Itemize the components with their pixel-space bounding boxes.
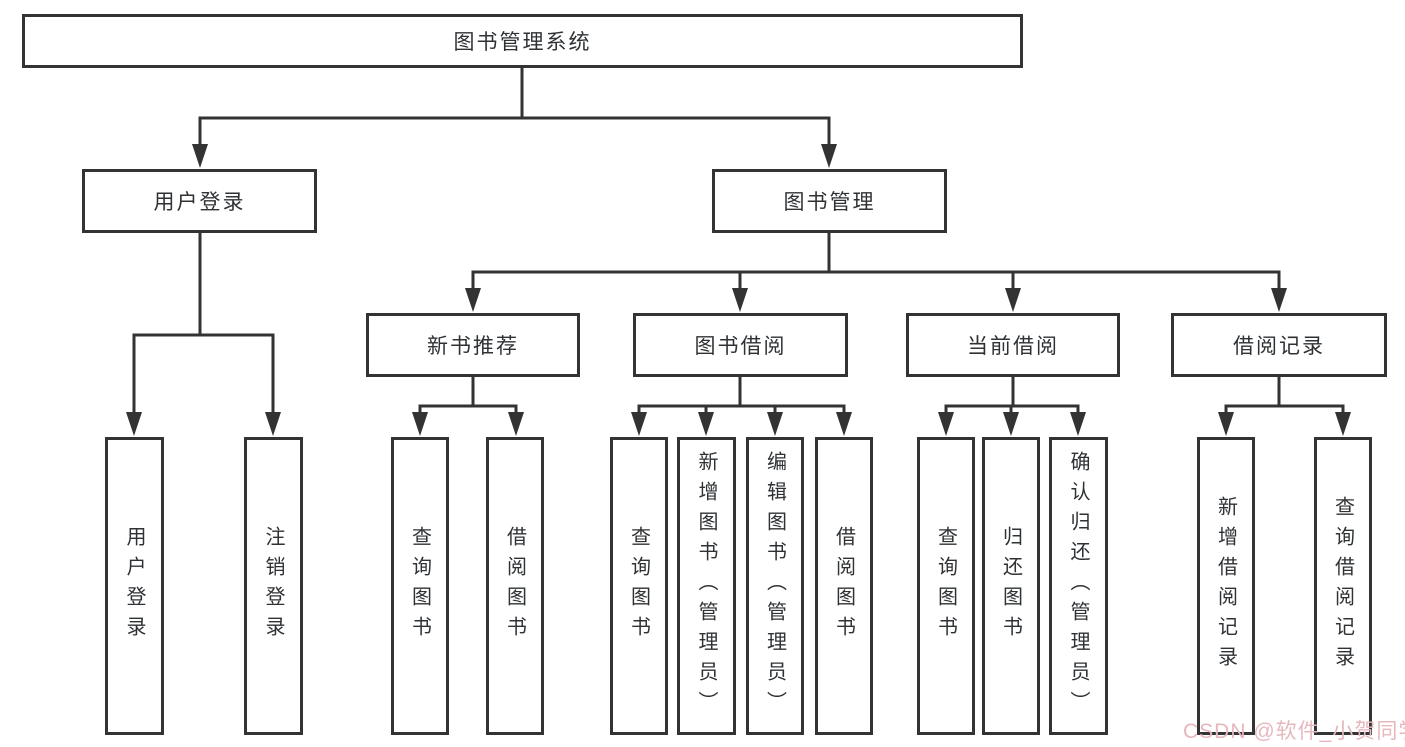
arrowhead — [732, 288, 748, 312]
edge-book-borrow-to-leaves — [637, 375, 846, 421]
leaf-confirm-return-admin-label: 确认归还（管理员） — [1067, 451, 1089, 721]
leaf-user-login-label: 用户登录 — [123, 526, 145, 646]
leaf-borrow-books-label: 借阅图书 — [832, 526, 855, 646]
node-book-borrow: 图书借阅 — [633, 313, 848, 377]
leaf-confirm-return-admin: 确认归还（管理员） — [1049, 437, 1108, 735]
leaf-user-login: 用户登录 — [105, 437, 164, 735]
arrowhead — [508, 412, 524, 436]
node-borrow-records: 借阅记录 — [1171, 313, 1387, 377]
leaf-add-book-admin-label: 新增图书（管理员） — [695, 451, 717, 721]
leaf-return-books: 归还图书 — [982, 437, 1040, 735]
leaf-logout-label: 注销登录 — [262, 526, 284, 646]
node-library-management-system-label: 图书管理系统 — [453, 31, 592, 54]
node-new-book-recommend-label: 新书推荐 — [427, 335, 519, 358]
arrowhead — [938, 412, 954, 436]
arrowhead — [631, 412, 647, 436]
connector-edges — [132, 66, 1345, 421]
node-book-management: 图书管理 — [712, 169, 947, 233]
arrowhead — [126, 412, 142, 436]
arrowhead — [836, 412, 852, 436]
arrowhead — [698, 412, 714, 436]
leaf-borrow-books: 借阅图书 — [815, 437, 873, 735]
node-current-borrow: 当前借阅 — [906, 313, 1120, 377]
csdn-watermark: CSDN @软件_小贺同学 — [1183, 720, 1405, 743]
arrowhead — [1335, 412, 1351, 436]
leaf-add-borrow-record: 新增借阅记录 — [1197, 437, 1255, 735]
leaf-add-book-admin: 新增图书（管理员） — [677, 437, 736, 735]
leaf-query-borrow-record-label: 查询借阅记录 — [1331, 496, 1354, 676]
leaf-query-books-borrow-label: 查询图书 — [627, 526, 650, 646]
leaf-query-borrow-record: 查询借阅记录 — [1314, 437, 1372, 735]
leaf-borrow-books-recommend: 借阅图书 — [486, 437, 544, 735]
edge-borrow-records-to-leaves — [1224, 375, 1345, 421]
node-new-book-recommend: 新书推荐 — [366, 313, 580, 377]
arrowhead — [1070, 412, 1086, 436]
leaf-edit-book-admin: 编辑图书（管理员） — [746, 437, 804, 735]
leaf-edit-book-admin-label: 编辑图书（管理员） — [763, 451, 786, 721]
arrowhead — [1003, 412, 1019, 436]
node-library-management-system: 图书管理系统 — [22, 14, 1023, 68]
edge-book-management-to-level3 — [471, 231, 1281, 296]
arrowhead — [1218, 412, 1234, 436]
edge-root-to-level2 — [198, 66, 831, 152]
arrowhead — [412, 412, 428, 436]
arrowhead — [192, 144, 208, 168]
arrowhead — [767, 412, 783, 436]
arrowhead — [465, 288, 481, 312]
edge-user-login-to-leaves — [132, 231, 275, 421]
arrowhead — [265, 412, 281, 436]
edge-new-book-recommend-to-leaves — [418, 375, 518, 421]
node-user-login-label: 用户登录 — [153, 191, 246, 214]
arrowheads — [126, 144, 1351, 436]
node-user-login: 用户登录 — [82, 169, 317, 233]
leaf-query-books-current: 查询图书 — [917, 437, 975, 735]
leaf-query-books-current-label: 查询图书 — [934, 526, 957, 646]
leaf-query-books-recommend: 查询图书 — [391, 437, 449, 735]
leaf-return-books-label: 归还图书 — [999, 526, 1022, 646]
arrowhead — [821, 144, 837, 168]
leaf-add-borrow-record-label: 新增借阅记录 — [1214, 496, 1237, 676]
leaf-query-books-borrow: 查询图书 — [610, 437, 668, 735]
node-borrow-records-label: 借阅记录 — [1233, 335, 1325, 358]
arrowhead — [1005, 288, 1021, 312]
node-current-borrow-label: 当前借阅 — [967, 335, 1059, 358]
leaf-logout: 注销登录 — [244, 437, 303, 735]
node-book-management-label: 图书管理 — [783, 191, 876, 214]
leaf-borrow-books-recommend-label: 借阅图书 — [503, 526, 526, 646]
leaf-query-books-recommend-label: 查询图书 — [408, 526, 431, 646]
arrowhead — [1271, 288, 1287, 312]
node-book-borrow-label: 图书借阅 — [694, 335, 787, 358]
